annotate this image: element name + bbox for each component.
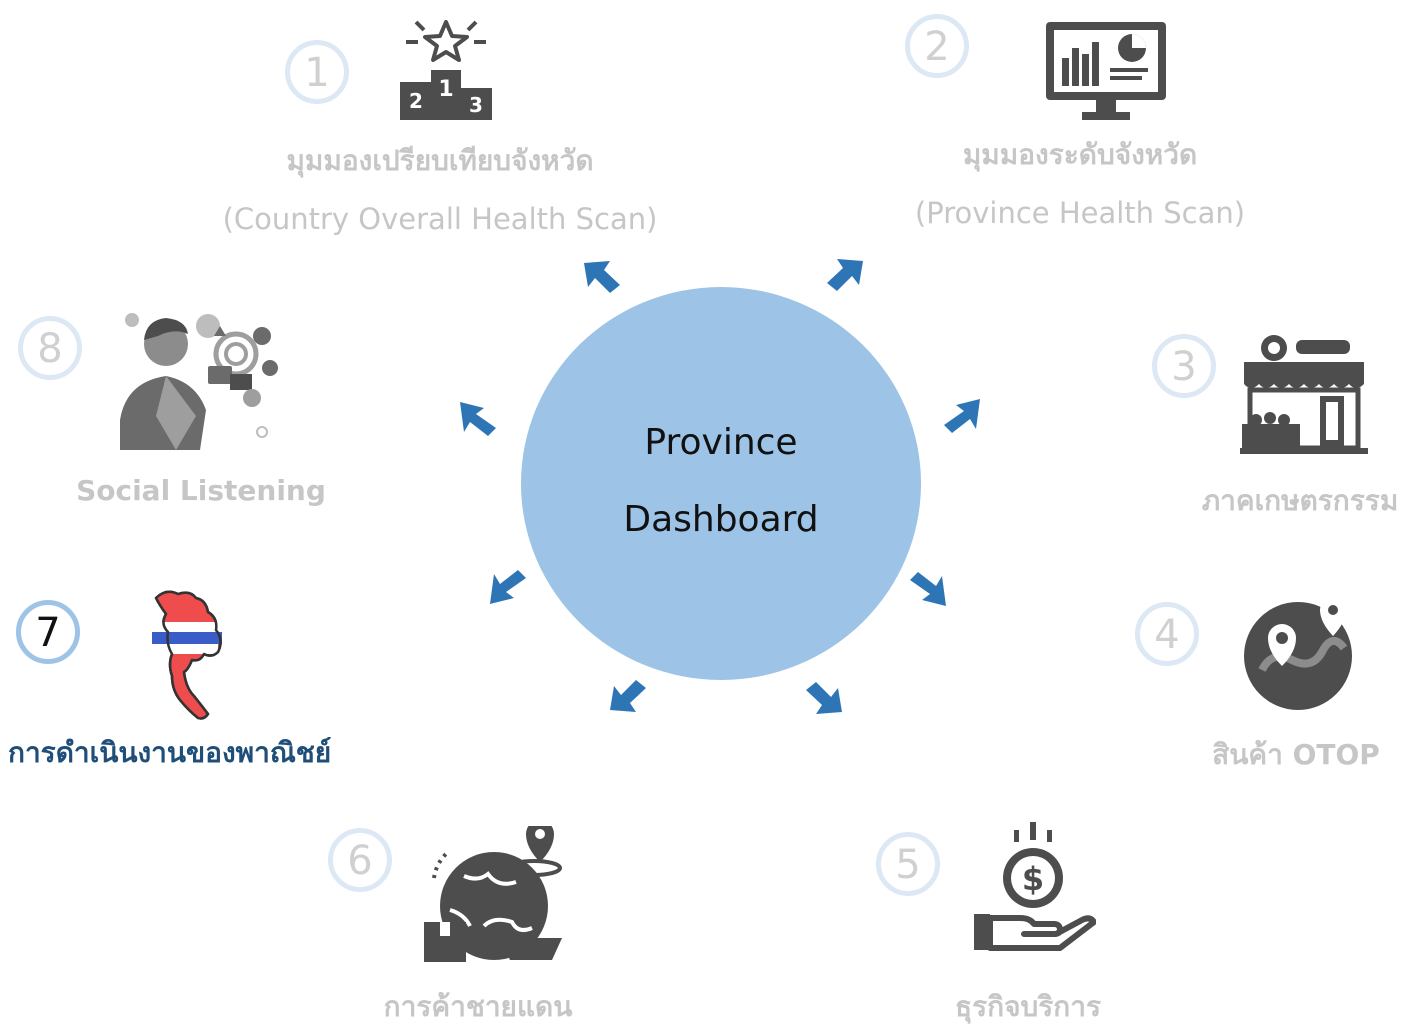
arrow-left-up-icon (460, 402, 496, 436)
svg-text:3: 3 (469, 93, 483, 117)
svg-text:1: 1 (438, 77, 453, 102)
svg-text:$: $ (1022, 860, 1044, 898)
item-2-number: 2 (905, 14, 969, 78)
arrow-up-right-icon (827, 259, 863, 291)
item-6-title: การค้าชายแดน (383, 990, 573, 1023)
item-7-number: 7 (16, 600, 80, 664)
item-5-number: 5 (876, 832, 940, 896)
arrow-right-down-icon (910, 572, 946, 606)
item-1-number: 1 (285, 40, 349, 104)
item-4-number: 4 (1135, 602, 1199, 666)
arrow-down-left-icon (610, 680, 646, 712)
map-route-icon (1244, 600, 1352, 710)
globe-shipping-icon (424, 826, 562, 962)
item-6-number: 6 (328, 828, 392, 892)
svg-text:2: 2 (409, 89, 423, 113)
hand-coin-icon: $ (974, 822, 1096, 951)
thailand-map-icon (152, 590, 222, 720)
item-2-subtitle: (Province Health Scan) (914, 196, 1246, 230)
arrow-right-up-icon (944, 399, 980, 433)
item-8-title: Social Listening (76, 474, 326, 507)
social-media-person-icon (120, 313, 278, 450)
item-4-title: สินค้า OTOP (1212, 738, 1380, 771)
center-title-line1: Province (644, 422, 798, 463)
center-circle (521, 287, 921, 680)
arrow-up-left-icon (584, 261, 620, 293)
item-7-title: การดำเนินงานของพาณิชย์ (8, 736, 332, 769)
item-3-title: ภาคเกษตรกรรม (1201, 484, 1399, 517)
item-3-number: 3 (1152, 334, 1216, 398)
item-5-title: ธุรกิจบริการ (954, 990, 1101, 1023)
item-2-title: มุมมองระดับจังหวัด (962, 138, 1198, 171)
monitor-chart-icon (1046, 22, 1166, 120)
arrow-down-right-icon (806, 682, 842, 714)
market-stall-icon (1240, 335, 1368, 454)
item-1-subtitle: (Country Overall Health Scan) (222, 202, 658, 236)
item-8-number: 8 (18, 316, 82, 380)
item-1-title: มุมมองเปรียบเทียบจังหวัด (286, 144, 594, 177)
podium-ranking-icon: 1 2 3 (400, 20, 492, 120)
center-title-line2: Dashboard (623, 499, 819, 540)
arrow-left-down-icon (490, 570, 526, 604)
